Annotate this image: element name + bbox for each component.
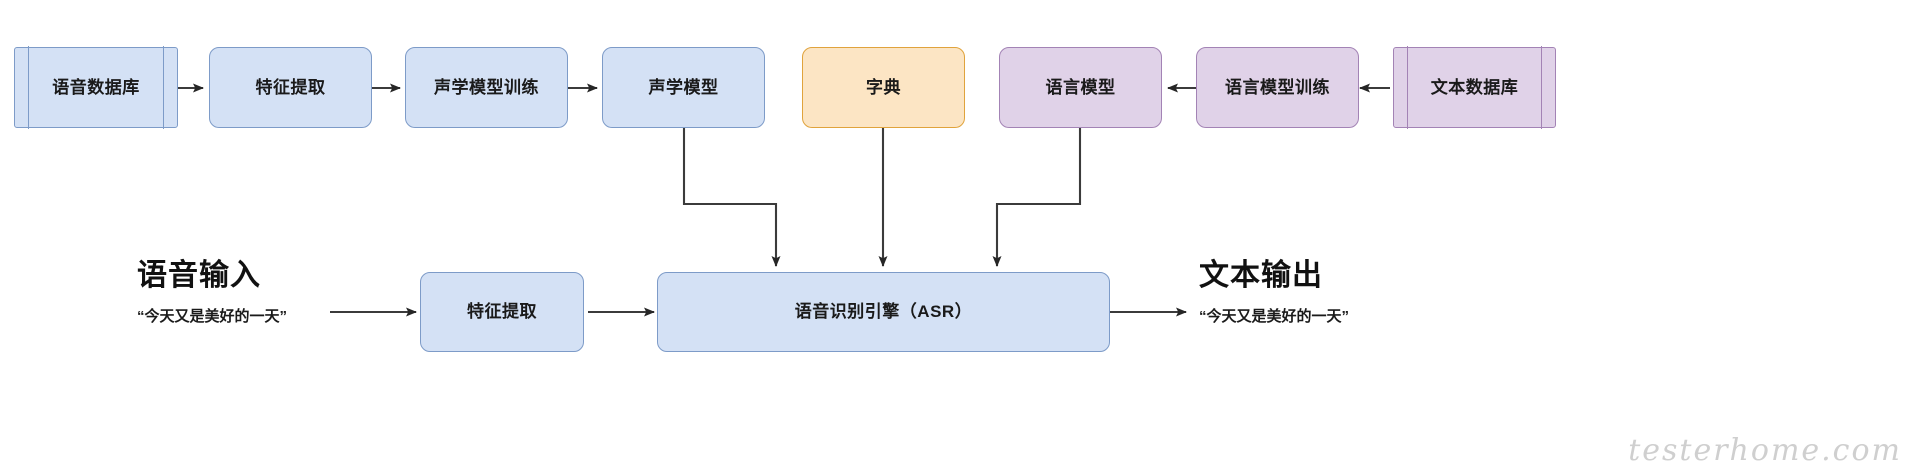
node-text-database-label: 文本数据库 (1430, 77, 1519, 97)
node-asr-engine[interactable]: 语音识别引擎（ASR） (657, 272, 1110, 352)
node-language-model-training-label: 语言模型训练 (1225, 77, 1330, 97)
node-language-model-label: 语言模型 (1045, 77, 1116, 97)
node-text-database[interactable]: 文本数据库 (1393, 46, 1556, 129)
watermark: testerhome.com (1628, 433, 1902, 468)
node-acoustic-model[interactable]: 声学模型 (602, 47, 765, 128)
node-dictionary-label: 字典 (866, 77, 901, 97)
node-acoustic-model-training-label: 声学模型训练 (434, 77, 539, 97)
edge-acoustic-model-to-asr (682, 128, 781, 267)
node-acoustic-model-training[interactable]: 声学模型训练 (405, 47, 568, 128)
node-feature-extraction-top-label: 特征提取 (255, 77, 326, 97)
node-asr-engine-label: 语音识别引擎（ASR） (794, 302, 973, 322)
node-acoustic-model-label: 声学模型 (648, 77, 719, 97)
edge-language-model-to-asr (992, 128, 1082, 267)
node-speech-database-label: 语音数据库 (52, 77, 140, 97)
node-speech-database[interactable]: 语音数据库 (14, 46, 178, 129)
node-feature-extraction-bottom-label: 特征提取 (467, 302, 537, 322)
node-feature-extraction-top[interactable]: 特征提取 (209, 47, 372, 128)
input-heading: 语音输入 (137, 259, 261, 292)
output-heading: 文本输出 (1199, 259, 1323, 292)
node-dictionary[interactable]: 字典 (802, 47, 965, 128)
output-sample-text: “今天又是美好的一天” (1199, 308, 1350, 325)
node-language-model[interactable]: 语言模型 (999, 47, 1162, 128)
input-sample-text: “今天又是美好的一天” (137, 308, 288, 325)
node-language-model-training[interactable]: 语言模型训练 (1196, 47, 1359, 128)
node-feature-extraction-bottom[interactable]: 特征提取 (420, 272, 584, 352)
